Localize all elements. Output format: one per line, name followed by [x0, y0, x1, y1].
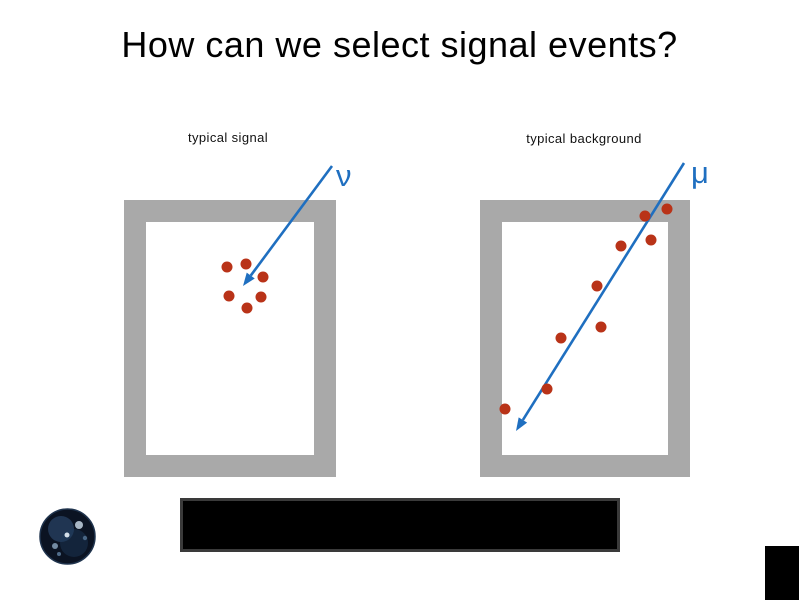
icecube-logo-graphic — [39, 508, 96, 565]
background-detector-outline — [480, 200, 690, 477]
slide-title: How can we select signal events? — [121, 24, 678, 65]
neutrino-symbol: ν — [336, 158, 352, 193]
background-panel-label: typical background — [526, 131, 642, 146]
corner-black-block — [765, 546, 799, 600]
redacted-text-box — [180, 498, 620, 552]
signal-panel-label: typical signal — [187, 130, 269, 145]
signal-detector-outline — [124, 200, 336, 477]
muon-symbol: μ — [691, 155, 709, 190]
icecube-logo — [39, 508, 96, 565]
